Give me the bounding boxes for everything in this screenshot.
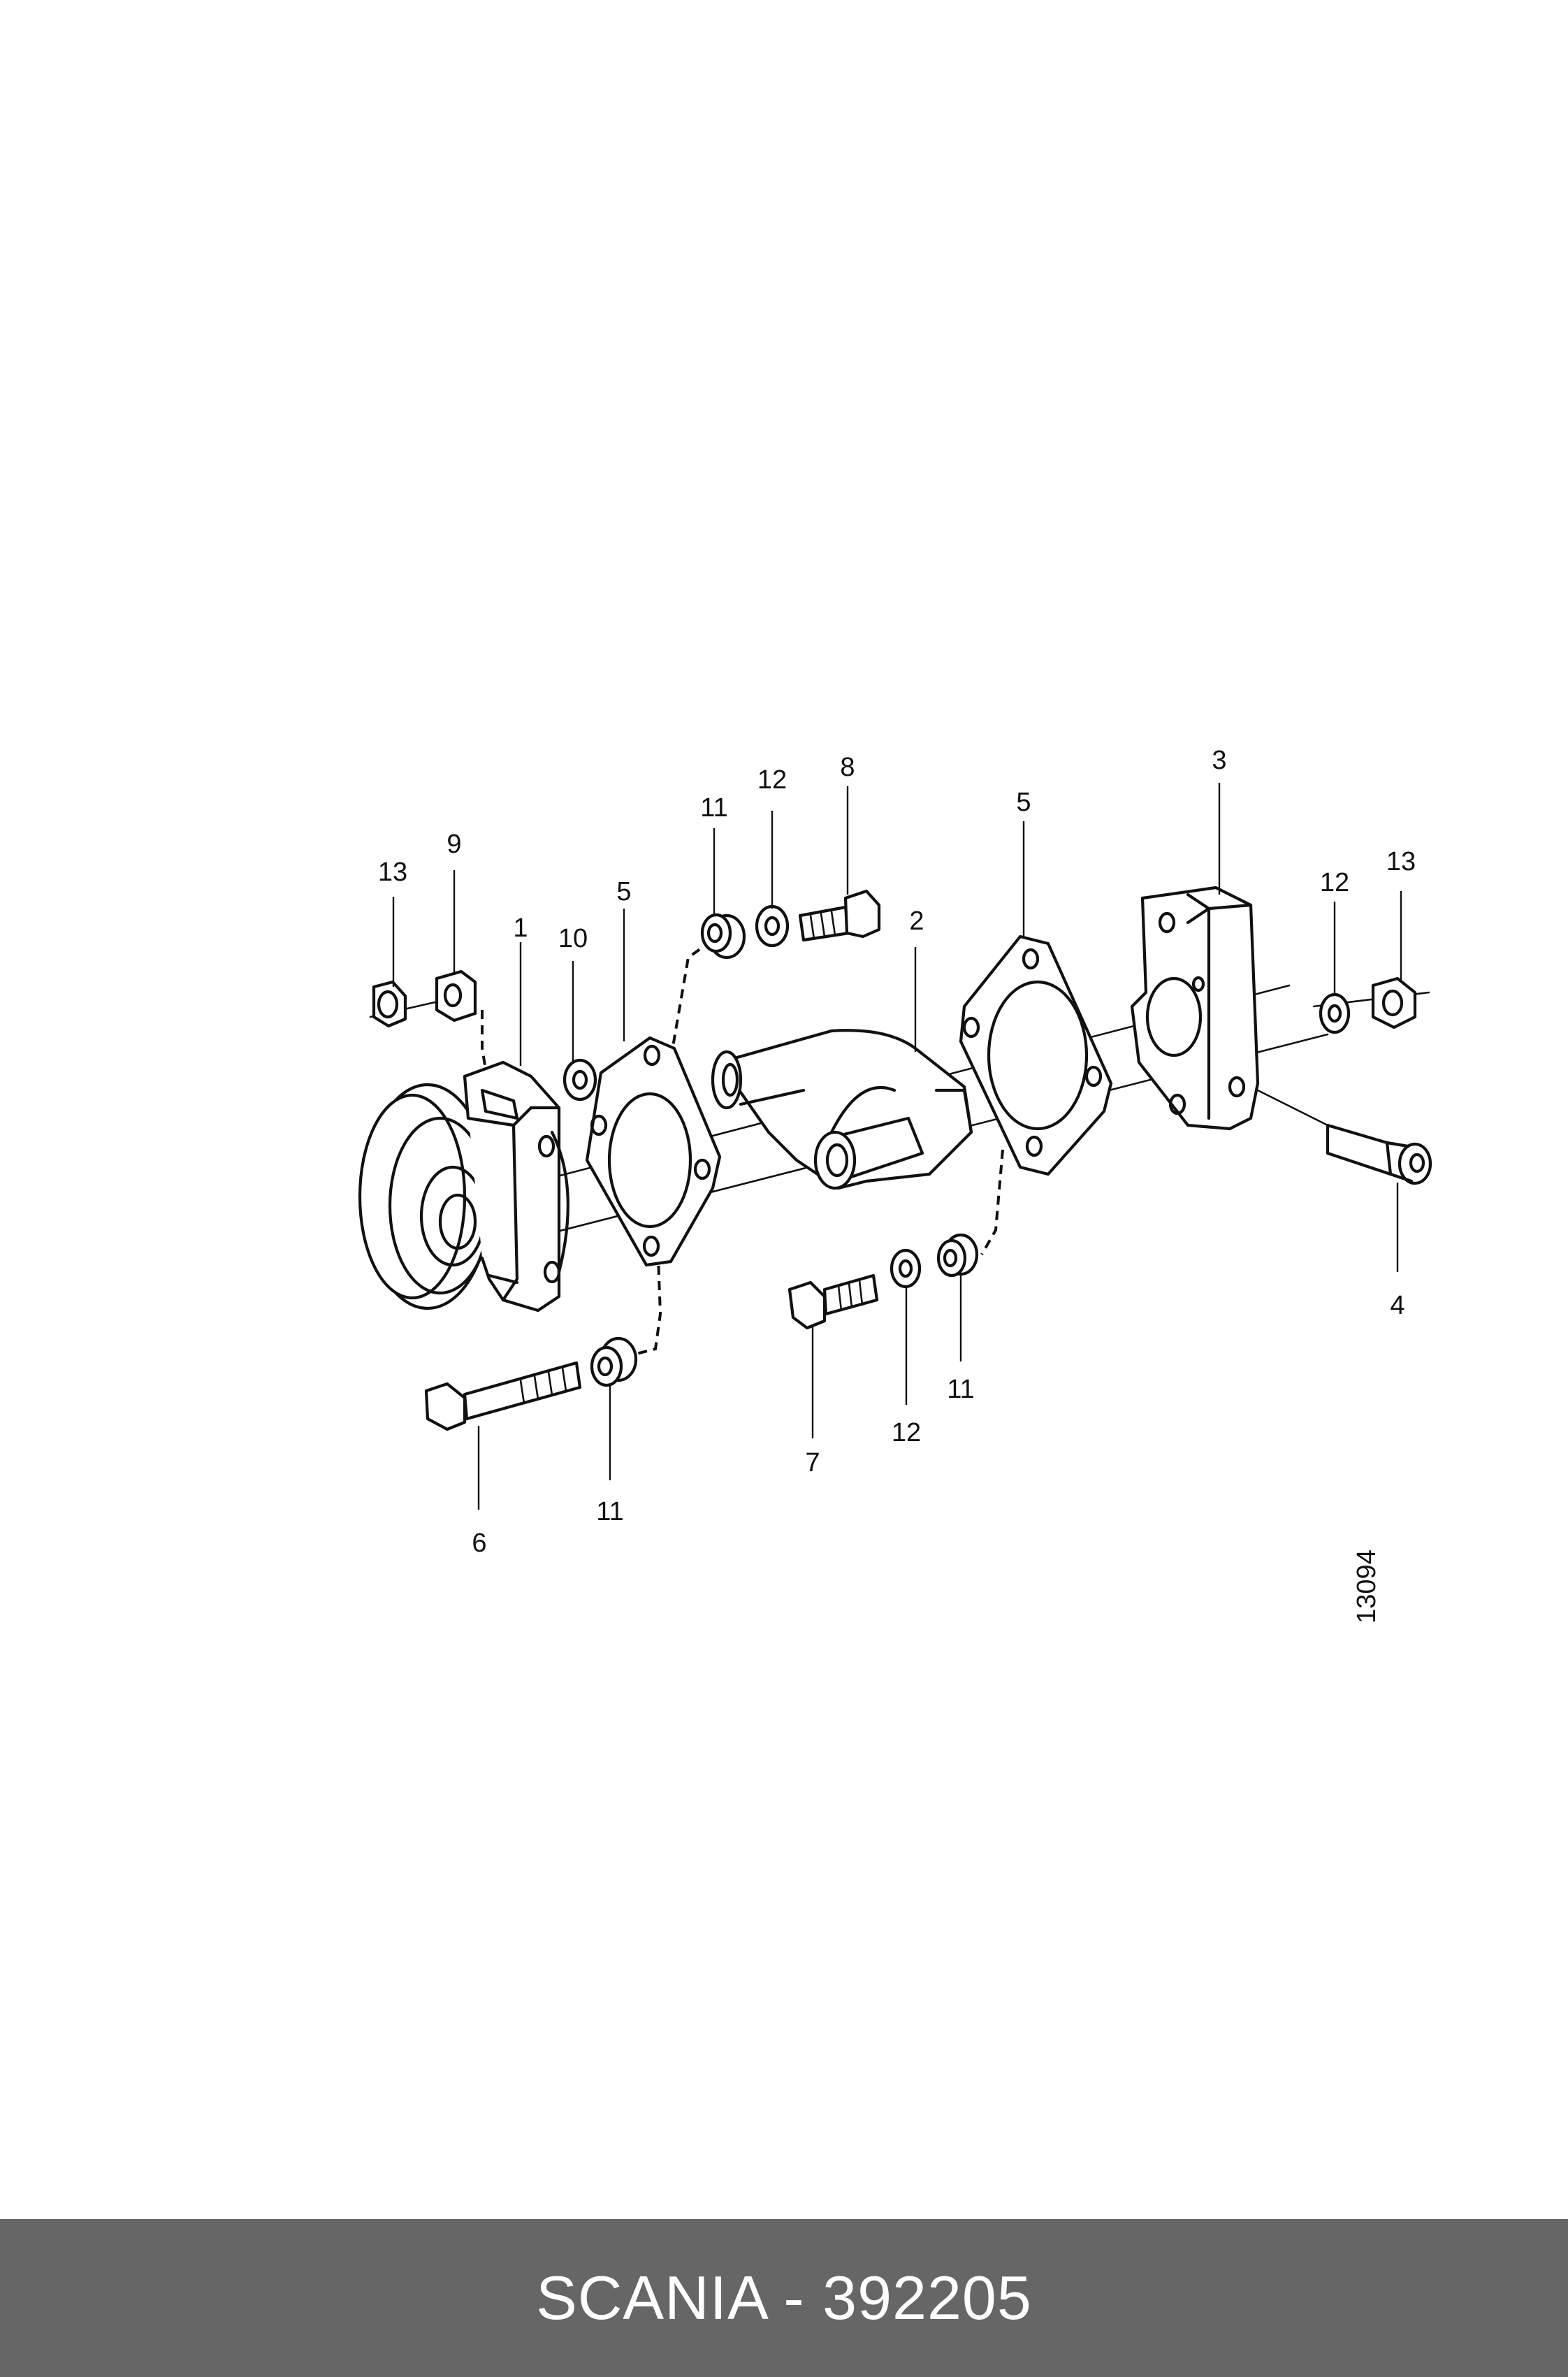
drawing-number: 13094 — [1352, 1549, 1381, 1624]
part-13-nut-left — [372, 980, 407, 1028]
callout-5-left: 5 — [616, 877, 631, 906]
part-1-pulley-housing — [358, 1060, 569, 1313]
callout-12-top: 12 — [757, 765, 787, 795]
part-7-bolt — [787, 1273, 879, 1330]
part-13-nut-right — [1371, 976, 1417, 1029]
part-11-sleeve-top — [700, 913, 746, 960]
callout-11-bottom-right: 11 — [947, 1375, 974, 1404]
part-12-washer-top — [755, 904, 790, 948]
callout-6: 6 — [472, 1529, 486, 1558]
callout-labels: 13 9 1 10 5 11 12 8 2 5 3 12 13 4 6 11 7… — [378, 746, 1416, 1624]
part-12-washer-bottom — [890, 1248, 922, 1289]
footer-bar: SCANIA - 392205 — [0, 2219, 1568, 2377]
callout-4: 4 — [1390, 1291, 1404, 1320]
callout-7: 7 — [805, 1448, 820, 1478]
part-2-bracket — [711, 1029, 973, 1190]
callout-2: 2 — [909, 906, 924, 936]
leader-lines — [392, 783, 1402, 1510]
callout-13-left: 13 — [378, 858, 407, 887]
part-3-end-block — [1130, 886, 1260, 1131]
part-5-gasket-left — [585, 1036, 722, 1267]
callout-11-bottom-left: 11 — [596, 1497, 623, 1526]
callout-11-top: 11 — [700, 793, 727, 823]
part-6-long-bolt — [424, 1361, 582, 1431]
part-11-sleeve-bottom-right — [936, 1233, 979, 1278]
callout-5-right: 5 — [1016, 788, 1031, 817]
part-5-gasket-right — [959, 934, 1113, 1176]
footer-title: SCANIA - 392205 — [536, 2263, 1032, 2332]
callout-10: 10 — [558, 924, 588, 953]
callout-12-right: 12 — [1320, 868, 1349, 897]
callout-9: 9 — [447, 830, 461, 859]
part-8-bolt — [798, 889, 881, 942]
exploded-parts-diagram: 13 9 1 10 5 11 12 8 2 5 3 12 13 4 6 11 7… — [358, 746, 1432, 1624]
part-9-square-nut — [435, 969, 477, 1023]
callout-12-bottom: 12 — [892, 1418, 921, 1447]
callout-13-right: 13 — [1386, 847, 1416, 876]
callout-3: 3 — [1212, 746, 1226, 775]
callout-1: 1 — [513, 913, 528, 943]
part-12-washer-right — [1319, 992, 1351, 1034]
part-10-washer — [562, 1058, 597, 1101]
part-11-sleeve-bottom-left — [590, 1336, 638, 1387]
part-4-socket-screw — [1326, 1123, 1432, 1185]
callout-8: 8 — [840, 753, 855, 782]
